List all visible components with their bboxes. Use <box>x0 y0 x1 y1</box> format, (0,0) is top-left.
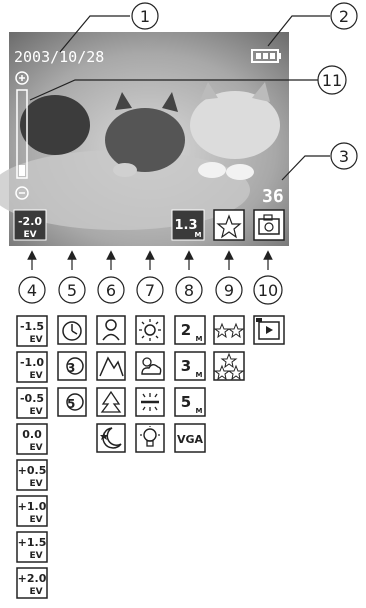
svg-text:3: 3 <box>339 147 349 166</box>
resolution-option-value: VGA <box>177 433 204 446</box>
zoom-level-indicator <box>19 165 25 176</box>
resolution-indicator-unit: M <box>195 231 202 239</box>
ev-option-icon: -1.5EV <box>17 316 47 346</box>
svg-text:6: 6 <box>106 281 116 300</box>
ev-indicator-unit: EV <box>23 230 36 240</box>
svg-text:9: 9 <box>224 281 234 300</box>
svg-text:2: 2 <box>339 7 349 26</box>
self-timer-5s-icon: 5 <box>58 388 86 416</box>
callout-10: 10 <box>254 255 282 304</box>
callout-8: 8 <box>176 255 202 303</box>
ev-option-unit: EV <box>29 551 42 561</box>
resolution-indicator: 1.3 M <box>172 210 204 240</box>
ev-option-unit: EV <box>29 407 42 417</box>
self-timer-icon <box>58 316 86 344</box>
bottom-callouts: 4 5 6 7 8 9 10 <box>19 255 282 304</box>
ev-option-value: -0.5 <box>20 392 44 405</box>
drive-options-column: 3 5 <box>58 316 86 416</box>
ev-option-unit: EV <box>29 371 42 381</box>
quality-options-column <box>214 316 244 380</box>
night-icon <box>97 424 125 452</box>
callout-9: 9 <box>216 255 242 303</box>
svg-text:5: 5 <box>67 397 75 411</box>
callout-11: 11 <box>318 66 346 94</box>
self-timer-3s-icon: 3 <box>58 352 86 380</box>
svg-text:11: 11 <box>322 71 342 90</box>
svg-text:8: 8 <box>184 281 194 300</box>
resolution-option-unit: M <box>196 407 203 415</box>
ev-option-unit: EV <box>29 443 42 453</box>
lcd-screen: 2003/10/28 36 -2.0 EV <box>0 32 289 246</box>
ev-option-icon: +0.5EV <box>17 460 47 490</box>
resolution-option-icon: VGA <box>175 424 205 452</box>
ev-option-value: +1.0 <box>18 500 47 513</box>
svg-text:3: 3 <box>67 361 75 375</box>
sunny-icon <box>136 316 164 344</box>
date-stamp: 2003/10/28 <box>14 48 104 66</box>
ev-option-unit: EV <box>29 587 42 597</box>
ev-option-value: -1.5 <box>20 320 44 333</box>
mode-options-column <box>254 316 284 344</box>
ev-option-value: -1.0 <box>20 356 44 369</box>
video-mode-icon <box>254 316 284 344</box>
callout-6: 6 <box>98 255 124 303</box>
svg-text:1: 1 <box>140 7 150 26</box>
ev-option-unit: EV <box>29 515 42 525</box>
white-balance-options-column <box>136 316 164 452</box>
resolution-option-value: 2 <box>181 321 191 339</box>
svg-text:4: 4 <box>27 281 37 300</box>
ev-option-icon: -0.5EV <box>17 388 47 418</box>
ev-option-value: 0.0 <box>22 428 42 441</box>
callout-5: 5 <box>59 255 85 303</box>
callout-4: 4 <box>19 255 45 303</box>
tree-icon <box>97 388 125 416</box>
quality-indicator <box>214 210 244 240</box>
ev-options-column: -1.5EV-1.0EV-0.5EV0.0EV+0.5EV+1.0EV+1.5E… <box>17 316 47 598</box>
ev-option-value: +2.0 <box>18 572 47 585</box>
callout-2: 2 <box>331 3 357 29</box>
portrait-icon <box>97 316 125 344</box>
ev-option-value: +0.5 <box>18 464 47 477</box>
callout-3: 3 <box>331 143 357 169</box>
ev-option-icon: +1.5EV <box>17 532 47 562</box>
ev-indicator: -2.0 EV <box>14 210 46 240</box>
resolution-option-unit: M <box>196 371 203 379</box>
ev-option-icon: +1.0EV <box>17 496 47 526</box>
resolution-option-unit: M <box>196 335 203 343</box>
scene-options-column <box>97 316 125 452</box>
ev-option-unit: EV <box>29 335 42 345</box>
shots-remaining: 36 <box>262 186 284 207</box>
mode-indicator <box>254 210 284 240</box>
quality-three-stars-icon <box>214 352 244 380</box>
fluorescent-icon <box>136 388 164 416</box>
resolution-option-value: 5 <box>181 393 191 411</box>
ev-option-icon: 0.0EV <box>17 424 47 454</box>
ev-option-icon: +2.0EV <box>17 568 47 598</box>
svg-text:5: 5 <box>67 281 77 300</box>
ev-option-unit: EV <box>29 479 42 489</box>
callout-1: 1 <box>132 3 158 29</box>
tungsten-icon <box>136 424 164 452</box>
landscape-icon <box>97 352 125 380</box>
svg-text:10: 10 <box>258 281 278 300</box>
resolution-option-value: 3 <box>181 357 191 375</box>
svg-text:7: 7 <box>145 281 155 300</box>
ev-option-icon: -1.0EV <box>17 352 47 382</box>
ev-option-value: +1.5 <box>18 536 47 549</box>
ev-indicator-value: -2.0 <box>18 215 42 228</box>
cloudy-icon <box>136 352 164 380</box>
callout-7: 7 <box>137 255 163 303</box>
quality-two-stars-icon <box>214 316 244 344</box>
